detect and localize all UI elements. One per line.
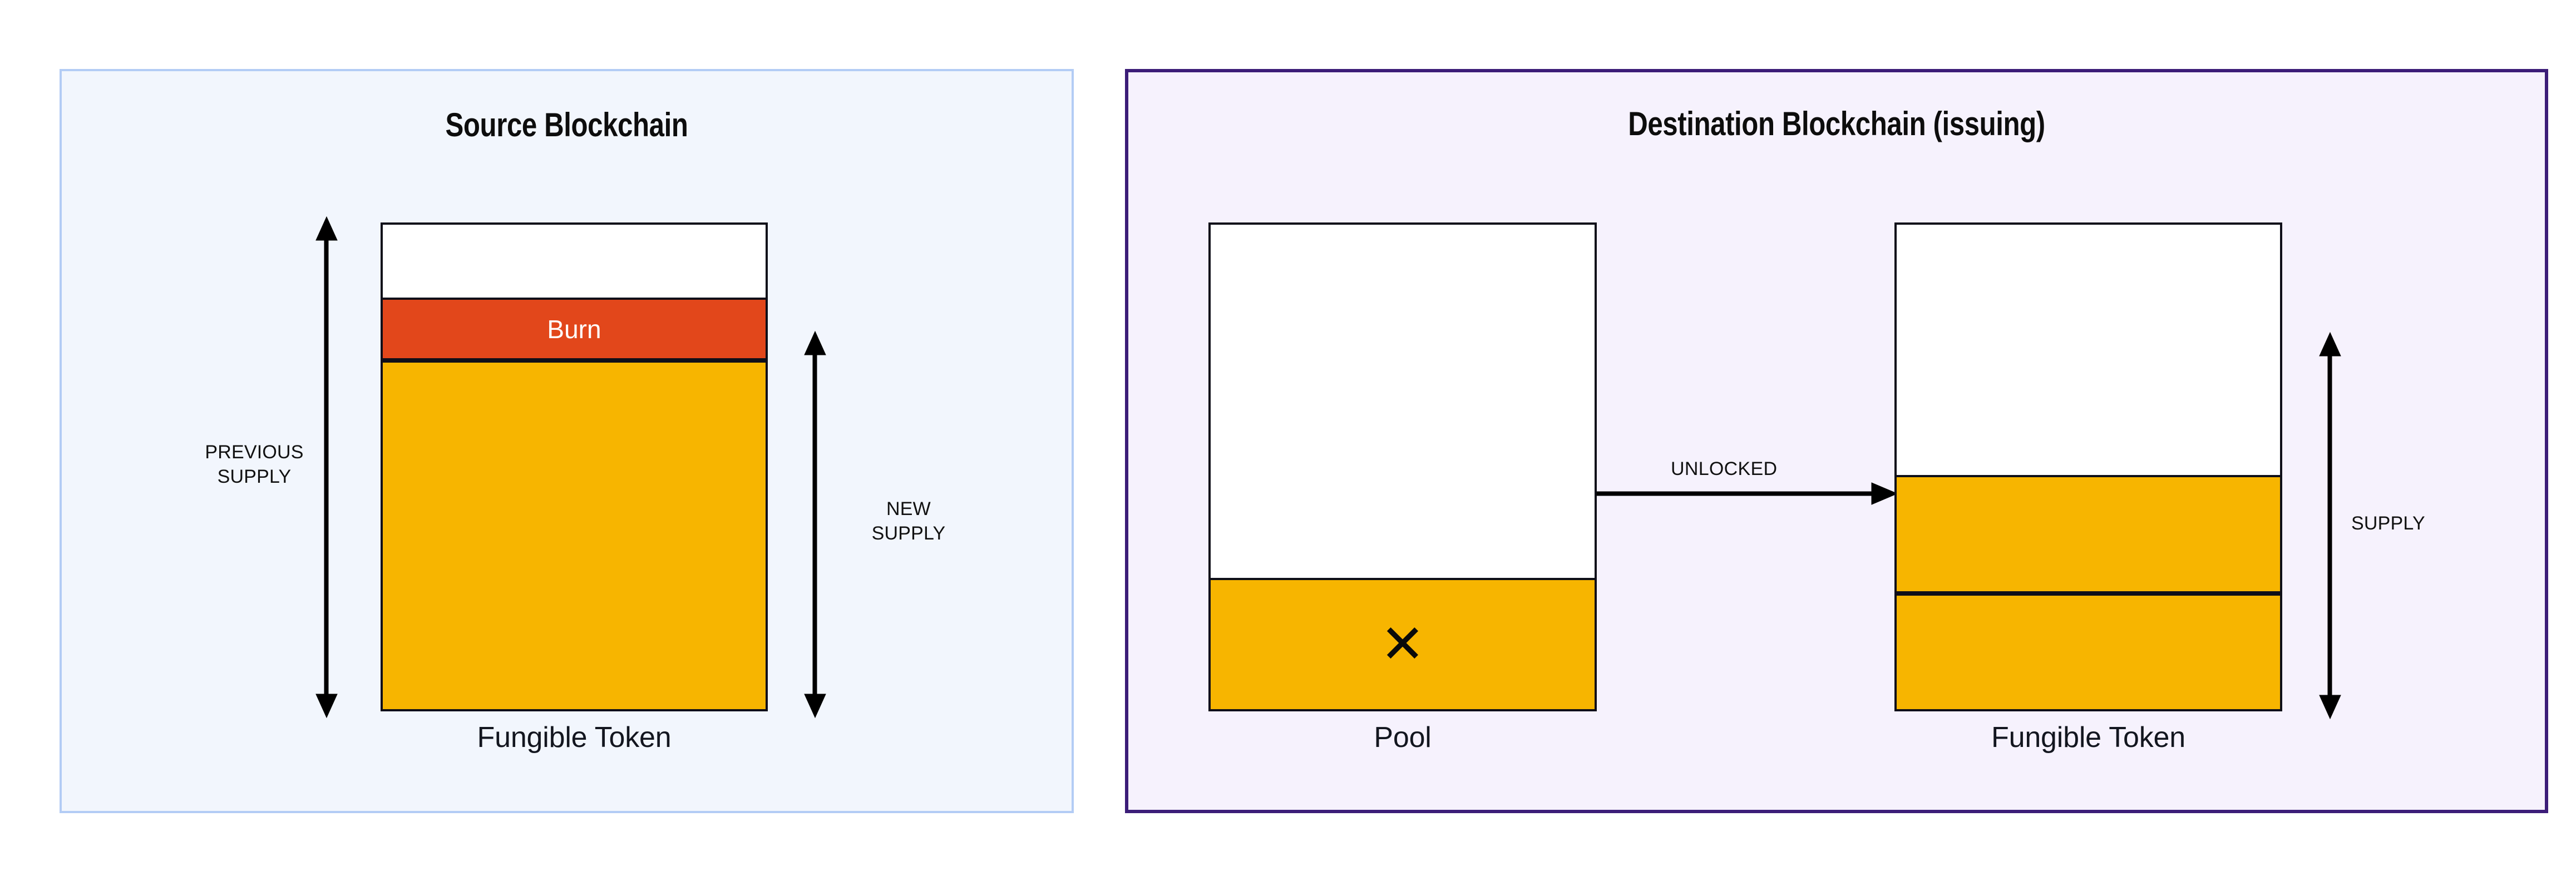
previous-supply-label: PREVIOUS SUPPLY (205, 442, 304, 487)
existing-supply-segment (1894, 475, 2282, 593)
source-fungible-token-bar: Burn (381, 222, 768, 711)
burn-segment-label: Burn (547, 314, 601, 344)
source-blockchain-panel: Source Blockchain Burn Fungible Token PR… (60, 69, 1074, 813)
pool-bar: ✕ (1208, 222, 1597, 711)
destination-blockchain-panel: Destination Blockchain (issuing) ✕ Pool … (1125, 69, 2548, 813)
source-fungible-token-caption: Fungible Token (477, 721, 672, 754)
source-panel-title: Source Blockchain (445, 106, 688, 143)
issued-supply-segment (1894, 593, 2282, 711)
remaining-supply-segment (381, 360, 768, 711)
supply-measure (2313, 331, 2347, 720)
destination-fungible-token-bar (1894, 222, 2282, 711)
x-mark-icon: ✕ (1380, 615, 1425, 674)
previous-supply-measure (310, 216, 343, 719)
new-supply-measure (798, 330, 832, 719)
destination-fungible-token-caption: Fungible Token (1991, 721, 2185, 754)
pool-locked-segment: ✕ (1208, 578, 1597, 711)
unlocked-flow-arrow (1596, 482, 1898, 505)
supply-label: SUPPLY (2351, 513, 2425, 534)
destination-panel-title: Destination Blockchain (issuing) (1628, 105, 2045, 142)
burn-segment: Burn (381, 298, 768, 360)
unlocked-flow-label: UNLOCKED (1671, 458, 1778, 479)
new-supply-label: NEW SUPPLY (871, 498, 946, 544)
pool-caption: Pool (1374, 721, 1432, 754)
